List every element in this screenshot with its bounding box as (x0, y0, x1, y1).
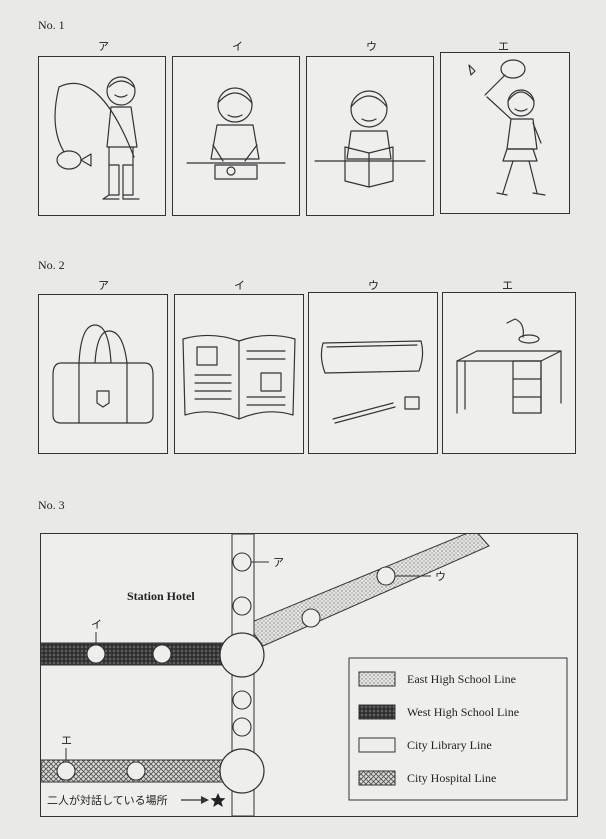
star-icon (210, 793, 226, 807)
station (232, 690, 252, 710)
q2-choice-a: ア (98, 279, 109, 292)
girl-cooking-illustration (186, 87, 286, 180)
bag-illustration (52, 324, 154, 424)
west-high-school-line (41, 642, 232, 666)
station-marker-u (376, 566, 396, 586)
q2-choice-e: エ (502, 279, 513, 292)
station (301, 608, 321, 628)
legend-label-hospital: City Hospital Line (407, 771, 496, 785)
station-marker-i (86, 644, 106, 664)
station-marker-e (56, 761, 76, 781)
q2-picture-i[interactable] (174, 294, 304, 454)
legend-label-library: City Library Line (407, 738, 492, 752)
q3-label: No. 3 (38, 498, 65, 512)
q1-choice-i: イ (232, 40, 243, 53)
girl-badminton-illustration (468, 59, 546, 196)
current-location-label: 二人が対話している場所 (47, 793, 168, 807)
marker-i: イ (91, 618, 102, 631)
desk-illustration (456, 318, 562, 414)
legend-label-east: East High School Line (407, 672, 516, 686)
q1-choice-a: ア (98, 40, 109, 53)
legend: East High School Line West High School L… (348, 657, 568, 801)
q1-choice-u: ウ (366, 40, 377, 53)
q2-choice-u: ウ (368, 279, 379, 292)
q2-picture-e[interactable] (442, 292, 576, 454)
q2-label: No. 2 (38, 258, 65, 272)
marker-u: ウ (435, 570, 446, 583)
q1-label: No. 1 (38, 18, 65, 32)
q2-picture-a[interactable] (38, 294, 168, 454)
pencil-case-illustration (320, 340, 424, 424)
legend-label-west: West High School Line (407, 705, 519, 719)
girl-fishing-illustration (54, 76, 140, 200)
arrow-head (201, 796, 209, 804)
station-hotel-junction (219, 632, 265, 678)
station (232, 596, 252, 616)
station-marker-a (232, 552, 252, 572)
marker-e: エ (61, 734, 72, 747)
q2-picture-u[interactable] (308, 292, 438, 454)
girl-reading-illustration (314, 90, 426, 188)
lower-junction (219, 748, 265, 794)
marker-a: ア (273, 556, 284, 569)
q1-picture-u[interactable] (306, 56, 434, 216)
q1-choice-e: エ (498, 40, 509, 53)
q1-picture-e[interactable] (440, 52, 570, 214)
station (152, 644, 172, 664)
station (126, 761, 146, 781)
station (232, 717, 252, 737)
east-high-school-line (246, 534, 490, 647)
legend-swatch-library (358, 737, 396, 753)
train-route-map: ア ウ イ エ Station Hotel 二人が対話している場所 East H… (40, 533, 578, 817)
q1-picture-a[interactable] (38, 56, 166, 216)
open-book-illustration (182, 334, 296, 420)
legend-swatch-west (358, 704, 396, 720)
q1-picture-i[interactable] (172, 56, 300, 216)
q2-choice-i: イ (234, 279, 245, 292)
legend-swatch-east (358, 671, 396, 687)
station-hotel-label: Station Hotel (127, 589, 195, 603)
legend-swatch-hospital (358, 770, 396, 786)
